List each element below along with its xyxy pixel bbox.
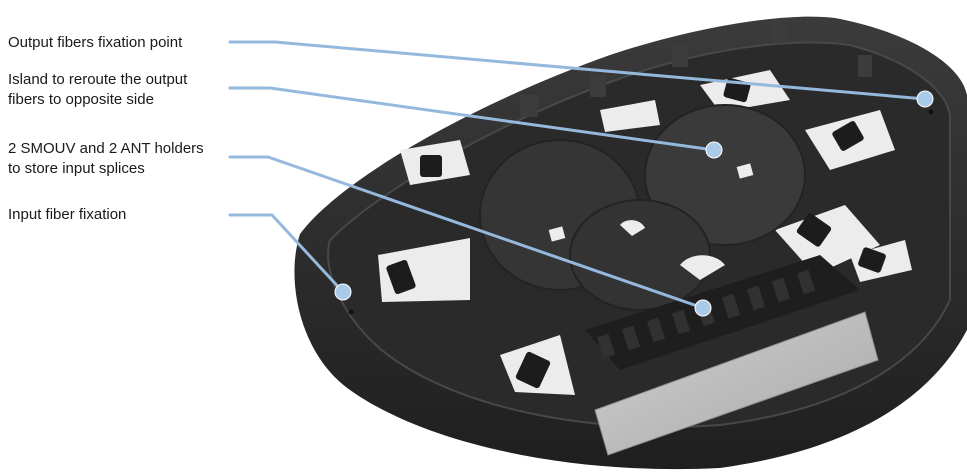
marker-splice-holders [694, 299, 712, 317]
marker-output-fixation [916, 90, 934, 108]
fixation-holes [348, 109, 934, 315]
callout-splice-holders: 2 SMOUV and 2 ANT holders to store input… [8, 139, 204, 179]
splice-holder-block [585, 255, 860, 370]
leader-lines [228, 40, 927, 310]
callout-input-fiber-fixation: Input fiber fixation [8, 205, 126, 225]
callout-island-reroute: Island to reroute the output fibers to o… [8, 70, 187, 110]
leader-line-output-fixation [228, 40, 927, 101]
marker-input-fixation [334, 283, 352, 301]
callout-line: Output fibers fixation point [8, 34, 183, 51]
leader-line-splice-holders [228, 155, 705, 310]
callout-line: Input fiber fixation [8, 206, 127, 223]
callout-line: Island to reroute the output [8, 71, 188, 88]
callout-line: to store input splices [8, 160, 145, 177]
marker-island [705, 141, 723, 159]
leader-line-island [228, 86, 716, 152]
callout-line: 2 SMOUV and 2 ANT holders [8, 140, 204, 157]
label-plate [594, 311, 879, 456]
callout-output-fibers-fixation-point: Output fibers fixation point [8, 33, 182, 53]
marker-dots [334, 90, 934, 317]
callout-line: fibers to opposite side [8, 91, 154, 108]
wall-tabs [520, 20, 872, 117]
leader-line-input-fixation [228, 213, 345, 294]
island-stacks [479, 104, 806, 311]
